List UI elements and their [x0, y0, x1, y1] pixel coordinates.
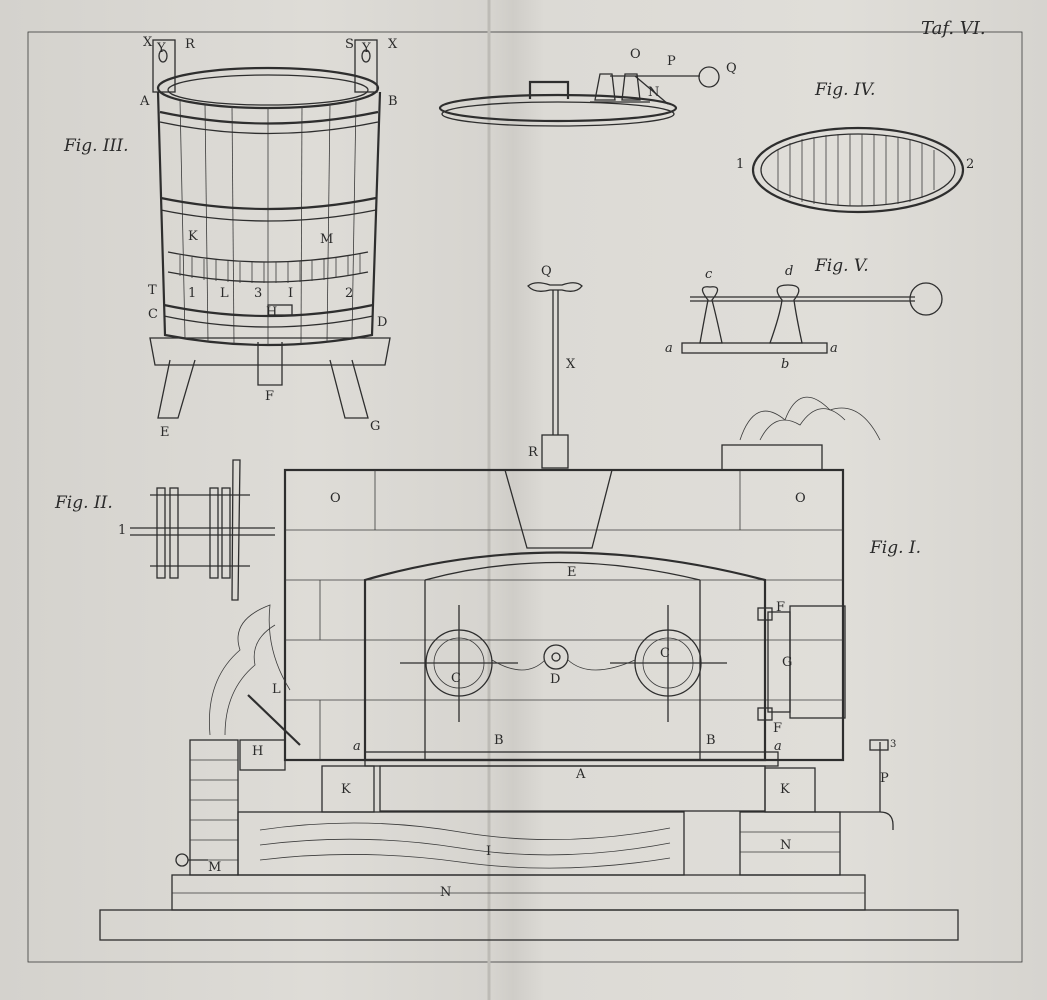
fig3-label-x-left: X [143, 35, 153, 50]
fig1-label-b-right: B [706, 733, 716, 748]
fig1-label-k-right: K [780, 782, 790, 797]
fig3-label-t: T [148, 283, 157, 298]
fig3-label-b: B [388, 94, 398, 109]
fig5-label-a-right: a [830, 341, 838, 356]
fig4-label-two: 2 [966, 157, 975, 172]
fig5-label-b: b [781, 357, 790, 372]
vault [363, 551, 767, 762]
fig1-label-m: M [208, 860, 222, 875]
fig1-label-f-bottom: F [773, 721, 783, 736]
fig4-sieve [751, 126, 965, 214]
fig3-label-two: 2 [345, 286, 354, 301]
fig5-label-c: c [705, 267, 713, 282]
fig1-label-d: D [550, 672, 561, 687]
fig3-label-h: H [266, 305, 278, 320]
lid-disc [438, 93, 678, 123]
lid-label-n: N [648, 85, 660, 100]
fig5-label-a-left: a [665, 341, 673, 356]
plate-border [27, 31, 1023, 963]
fig3-label-three: 3 [254, 286, 263, 301]
tub-handle-left [152, 39, 176, 93]
fig2-frame [130, 459, 275, 601]
plate-title: Taf. VI. [921, 18, 986, 39]
rod-label-r: R [528, 445, 538, 460]
lid-assembly [438, 66, 720, 127]
fig1-label-o-right: O [795, 491, 806, 506]
fig3-tub [149, 39, 391, 419]
tub-rim [156, 66, 380, 110]
fig1-label-f-top: F [776, 600, 786, 615]
fig3-label-l: L [220, 286, 229, 301]
furnace-block [283, 468, 845, 762]
fig3-label-y-right: Y [362, 41, 371, 56]
rod-label-q: Q [541, 264, 552, 279]
fig1-label-n-bottom: N [440, 885, 452, 900]
trough-a [379, 765, 766, 812]
fig1-caption: Fig. I. [870, 538, 922, 558]
wheel-center-d [543, 644, 569, 670]
lid-handle [528, 80, 570, 99]
wheel-right [610, 605, 727, 722]
lid-label-q: Q [726, 61, 737, 76]
fig5-caption: Fig. V. [815, 256, 869, 276]
fig3-label-d: D [377, 315, 388, 330]
lever-base [681, 342, 828, 354]
fig5-label-d: d [785, 264, 794, 279]
fig1-label-three: 3 [890, 739, 897, 750]
fig2-caption: Fig. II. [55, 493, 113, 513]
fig1-label-k-left: K [341, 782, 351, 797]
fig3-label-g: G [370, 419, 381, 434]
fig1-label-c-right: C [660, 646, 670, 661]
fig1-label-o-left: O [330, 491, 341, 506]
fig1-label-h: H [252, 744, 264, 759]
fig1-label-e: E [567, 565, 577, 580]
fig1-label-b-left: B [494, 733, 504, 748]
tub-stand-beam [149, 337, 391, 366]
fig3-label-k: K [188, 229, 198, 244]
fig1-label-i: I [486, 844, 492, 859]
wheel-left [400, 605, 518, 722]
fig3-label-a: A [140, 94, 150, 109]
fig3-label-s: S [345, 37, 354, 52]
rod-with-t-handle [527, 282, 583, 469]
fig1-label-g: G [782, 655, 793, 670]
fig1-label-a-center: A [576, 767, 586, 782]
fig3-label-y-left: Y [157, 41, 166, 56]
fig3-caption: Fig. III. [64, 136, 129, 156]
fig3-label-i: I [288, 286, 294, 301]
fig4-label-one: 1 [736, 157, 745, 172]
fig1-label-l: L [272, 682, 281, 697]
tub-handle-right [354, 39, 378, 93]
fig1-label-p: P [880, 771, 889, 786]
fig4-caption: Fig. IV. [815, 80, 876, 100]
fig3-label-m: M [320, 232, 334, 247]
fig2-label-one: 1 [118, 523, 127, 538]
lid-label-o: O [630, 47, 641, 62]
ground-slab [99, 909, 959, 941]
fig1-label-a-right: a [774, 739, 782, 754]
lid-label-p: P [667, 54, 676, 69]
fire-chamber [237, 811, 685, 876]
fig3-label-f: F [265, 389, 275, 404]
fig3-label-one: 1 [188, 286, 197, 301]
fig1-label-c-left: C [451, 671, 461, 686]
fig3-label-x-right: X [388, 37, 398, 52]
fig3-label-e: E [160, 425, 170, 440]
fig1-label-n-right: N [780, 838, 792, 853]
fig3-label-c: C [148, 307, 158, 322]
rod-label-x: X [566, 357, 576, 372]
fig3-label-r: R [185, 37, 195, 52]
fig1-label-a-left: a [353, 739, 361, 754]
fig5-lever [681, 282, 943, 354]
fig1-furnace [99, 396, 959, 941]
